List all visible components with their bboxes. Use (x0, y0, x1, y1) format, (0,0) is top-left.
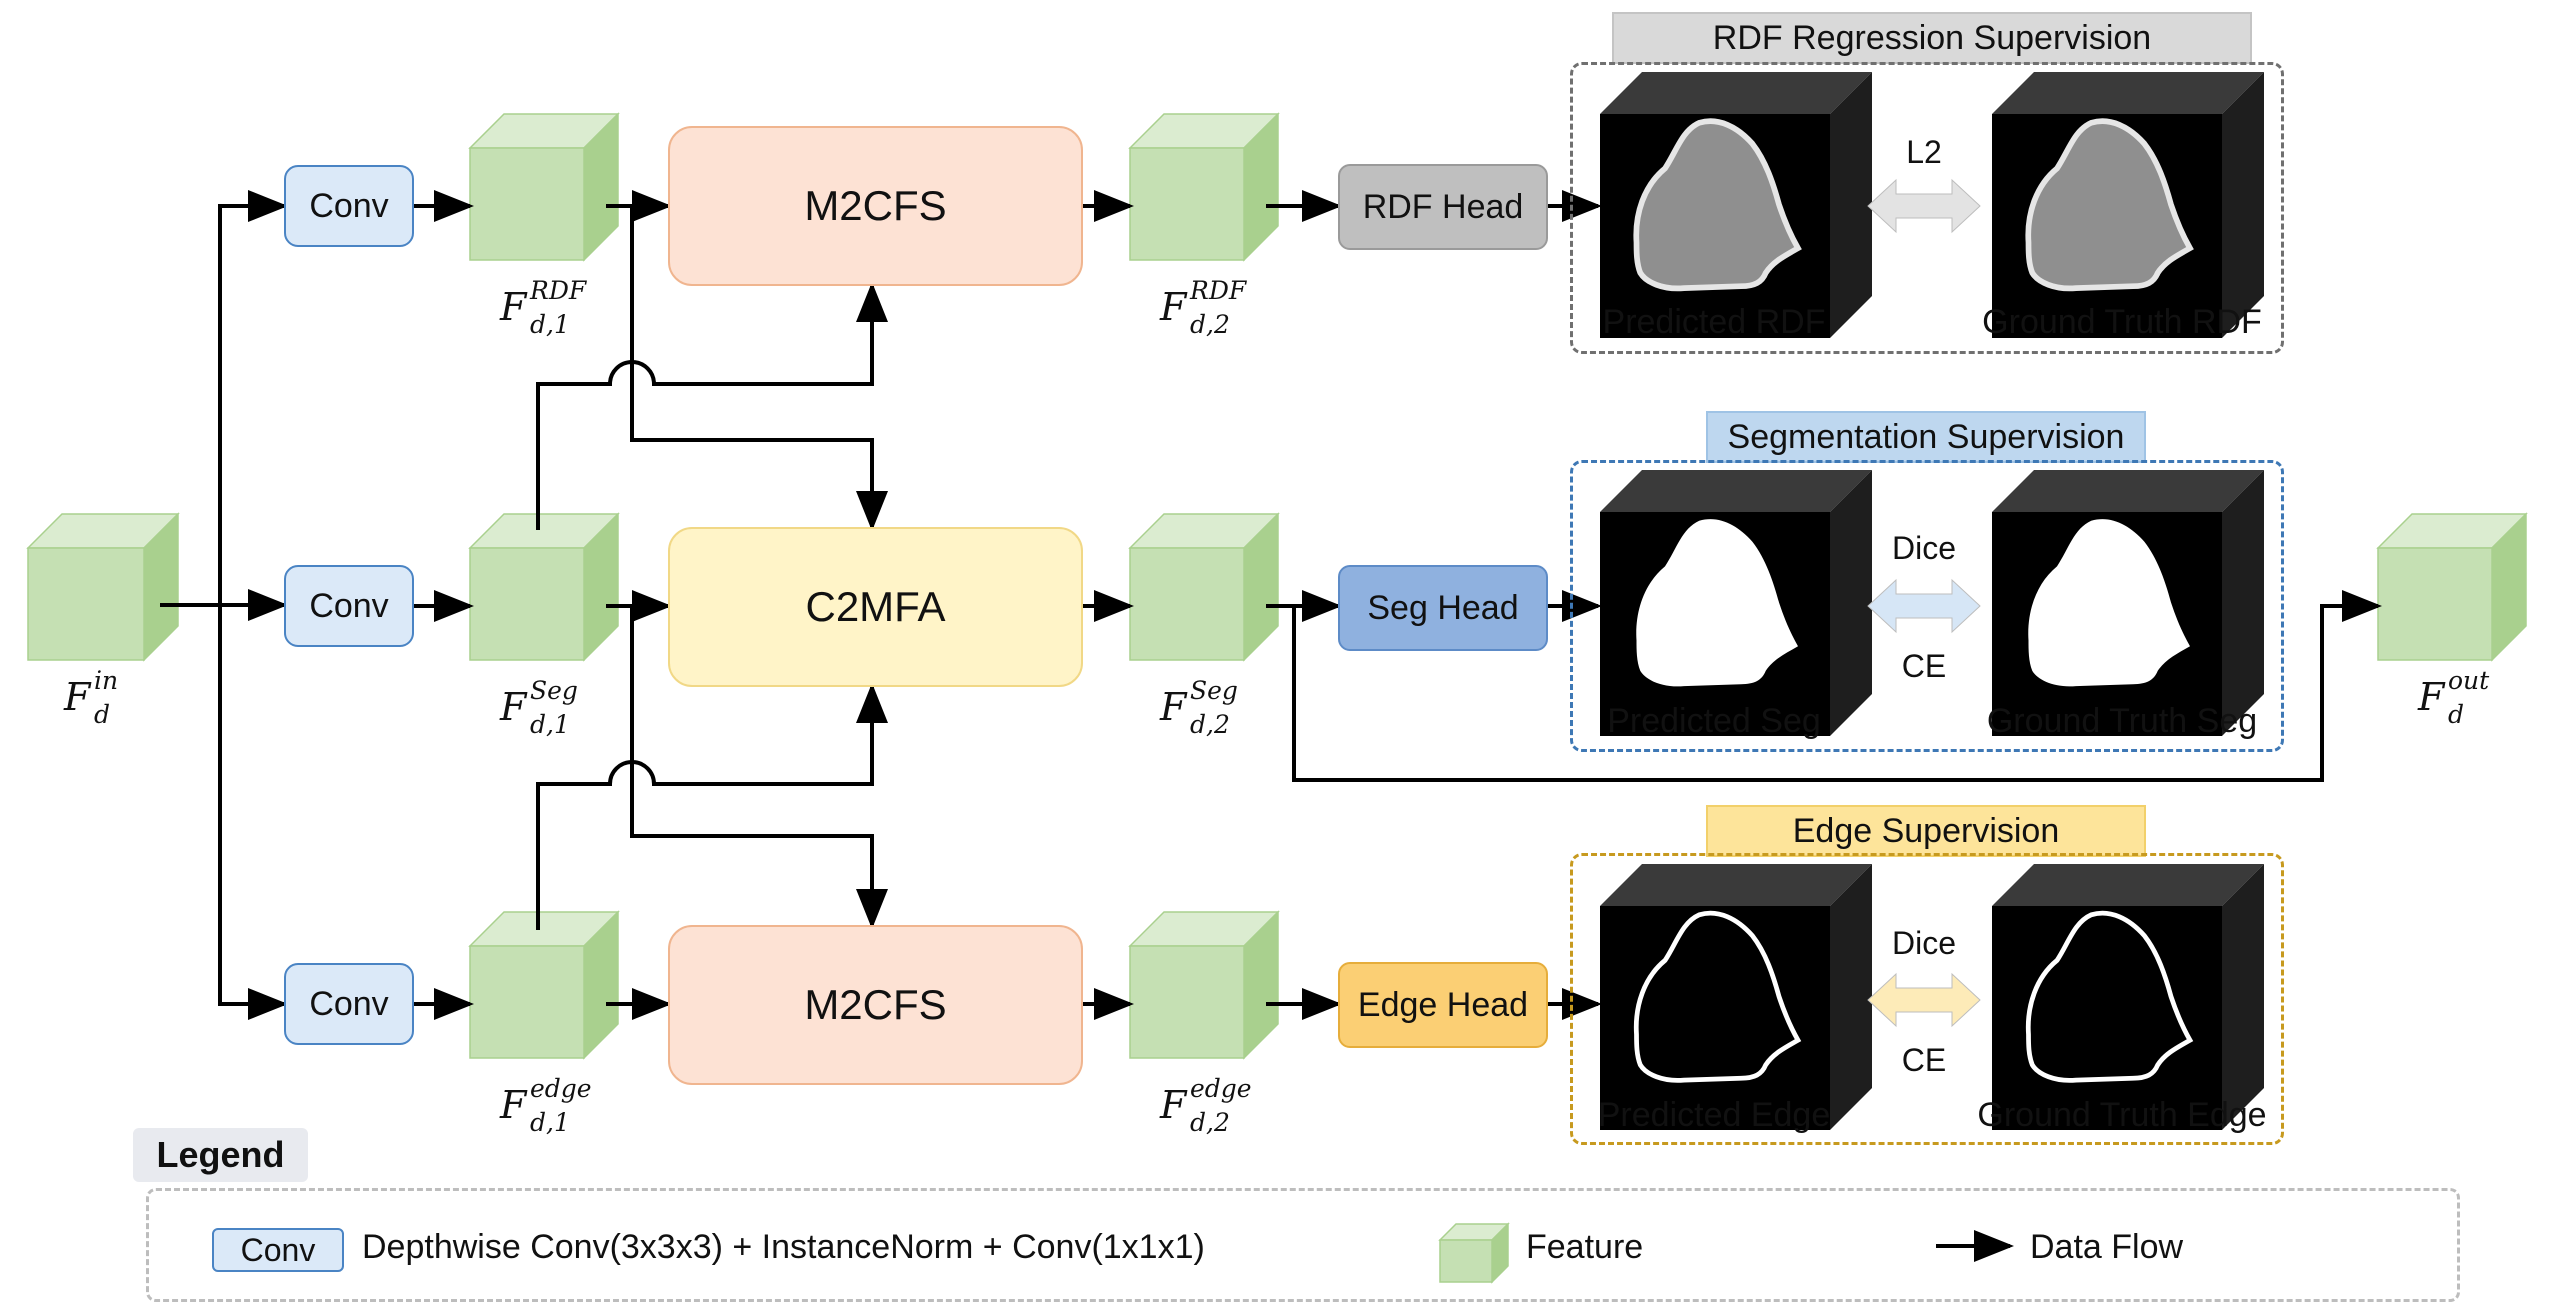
conv-block-rdf: Conv (284, 165, 414, 247)
seg-loss-dice-label: Dice (1891, 530, 1957, 566)
predicted-seg-caption: Predicted Seg (1607, 702, 1821, 740)
rdf-head: RDF Head (1338, 164, 1548, 250)
predicted-rdf-volume (1600, 72, 1872, 338)
predicted-seg-volume (1600, 470, 1872, 736)
loss-arrows (1867, 178, 1981, 1028)
predicted-edge-caption: Predicted Edge (1597, 1096, 1831, 1134)
rdf-loss-label: L2 (1906, 134, 1942, 170)
m2cfs-module-edge: M2CFS (668, 925, 1083, 1085)
feature-cube-out (2376, 512, 2528, 662)
seg-head: Seg Head (1338, 565, 1548, 651)
ground-truth-edge-caption: Ground Truth Edge (1977, 1096, 2267, 1134)
feature-cubes (26, 112, 2528, 1284)
feature-cube-rdf-1 (468, 112, 620, 262)
flow-in-to-rdf-conv (218, 190, 288, 605)
c2mfa-module-seg: C2MFA (668, 527, 1083, 687)
ground-truth-rdf-volume (1992, 72, 2264, 338)
rdf-loss-arrow (1867, 178, 1981, 234)
seg-loss-arrow (1867, 578, 1981, 634)
feature-cube-edge-2 (1128, 910, 1280, 1060)
edge-loss-ce-label: CE (1901, 1042, 1947, 1078)
seg-loss-ce-label: CE (1901, 648, 1947, 684)
flow-edge-to-c2mfa (536, 683, 888, 930)
legend-conv-description: Depthwise Conv(3x3x3) + InstanceNorm + C… (362, 1228, 1205, 1266)
feature-cube-seg-1 (468, 512, 620, 662)
feature-cube-rdf-2 (1128, 112, 1280, 262)
predicted-rdf-caption: Predicted RDF (1602, 303, 1826, 341)
image-volumes (1600, 72, 2264, 1130)
flow-seg-to-rdf-m2cfs (536, 282, 888, 530)
legend-title: Legend (133, 1128, 308, 1182)
seg-supervision-title: Segmentation Supervision (1706, 411, 2146, 463)
feature-cube-edge-1 (468, 910, 620, 1060)
m2cfs-module-rdf: M2CFS (668, 126, 1083, 286)
conv-block-seg: Conv (284, 565, 414, 647)
edge-head: Edge Head (1338, 962, 1548, 1048)
flow-rdf-to-c2mfa (630, 206, 888, 531)
flow-seg-to-output (1292, 590, 2382, 782)
conv-block-edge: Conv (284, 963, 414, 1045)
rdf-supervision-frame (1570, 62, 2284, 354)
flow-seg-to-edge-m2cfs (630, 606, 888, 929)
edge-loss-dice-label: Dice (1891, 925, 1957, 961)
ground-truth-seg-caption: Ground Truth Seg (1986, 702, 2258, 740)
seg-supervision-frame (1570, 460, 2284, 752)
ground-truth-seg-volume (1992, 470, 2264, 736)
data-flow-lines (160, 190, 2382, 1262)
legend-flow-description: Data Flow (2030, 1228, 2184, 1266)
edge-loss-arrow (1867, 972, 1981, 1028)
legend-feature-cube (1438, 1222, 1510, 1284)
legend-frame (146, 1188, 2460, 1302)
legend-feature-description: Feature (1526, 1228, 1644, 1266)
predicted-edge-volume (1600, 864, 1872, 1130)
feature-cube-seg-2 (1128, 512, 1280, 662)
rdf-supervision-title: RDF Regression Supervision (1612, 12, 2252, 64)
legend-conv-swatch: Conv (212, 1228, 344, 1272)
edge-supervision-frame (1570, 853, 2284, 1145)
edge-supervision-title: Edge Supervision (1706, 805, 2146, 857)
flow-in-to-edge-conv (218, 605, 288, 1020)
ground-truth-edge-volume (1992, 864, 2264, 1130)
ground-truth-rdf-caption: Ground Truth RDF (1982, 303, 2262, 341)
feature-cube-in (26, 512, 180, 662)
